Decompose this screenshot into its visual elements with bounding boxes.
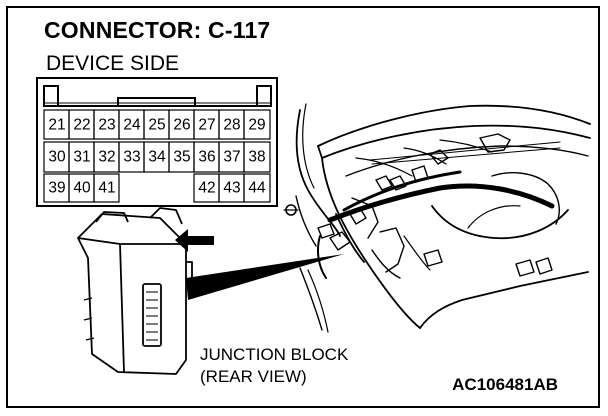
pin-number: 22 [73, 117, 90, 134]
pin-cavity [243, 141, 271, 173]
pin-number: 39 [48, 180, 65, 197]
connector-view-label: DEVICE SIDE [46, 52, 180, 75]
connector-pin-grid [43, 109, 271, 203]
pin-cavity [243, 109, 271, 140]
pin-number: 37 [223, 149, 240, 166]
pin-number: 30 [48, 149, 66, 166]
pin-number: 44 [248, 180, 266, 197]
junction-block-illustration [77, 207, 193, 375]
wiring-harness [283, 170, 555, 279]
pin-number: 25 [148, 117, 165, 134]
pin-number: 23 [98, 117, 115, 134]
pin-number: 31 [73, 149, 90, 166]
pin-number: 26 [173, 117, 190, 134]
connector-housing [36, 77, 278, 207]
pin-number: 36 [198, 149, 215, 166]
pin-number: 41 [98, 180, 115, 197]
pin-number: 33 [123, 149, 140, 166]
pin-number: 24 [123, 117, 141, 134]
pin-number: 42 [198, 180, 215, 197]
pin-number: 21 [48, 117, 65, 134]
connector-arrow-icon [175, 229, 214, 252]
caption-line-1: JUNCTION BLOCK [200, 345, 349, 364]
caption-line-2: (REAR VIEW) [200, 367, 307, 386]
pin-number: 29 [248, 117, 265, 134]
figure-code: AC106481AB [452, 375, 558, 394]
junction-block-caption: JUNCTION BLOCK (REAR VIEW) [200, 344, 348, 388]
pin-number: 43 [223, 180, 240, 197]
pin-cavity [93, 173, 120, 203]
pin-number: 32 [98, 149, 115, 166]
pin-cavity [243, 173, 271, 203]
pin-number: 34 [148, 149, 166, 166]
pin-number: 40 [73, 180, 91, 197]
instrument-panel-illustration [295, 103, 591, 333]
pin-numbers: 21 22 23 24 25 26 27 28 29 30 31 32 33 3… [48, 117, 266, 197]
pin-number: 28 [223, 117, 240, 134]
pin-number: 38 [248, 149, 265, 166]
location-leader [186, 254, 344, 300]
pin-number: 35 [173, 149, 190, 166]
pin-number: 27 [198, 117, 215, 134]
connector-title: CONNECTOR: C-117 [44, 17, 271, 43]
